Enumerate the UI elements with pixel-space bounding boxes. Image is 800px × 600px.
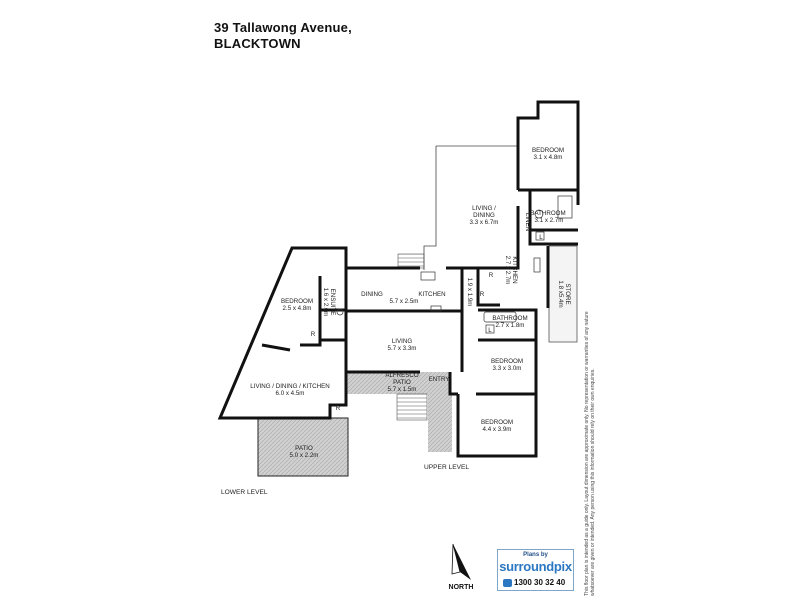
laundry-box-top bbox=[535, 231, 545, 241]
alfresco-dims: 5.7 x 1.5m bbox=[388, 386, 417, 393]
living-upper-dims: 3.3 x 6.7m bbox=[470, 219, 499, 226]
bedroom-top-label: BEDROOM bbox=[532, 147, 564, 154]
bathroom-top-dims: 3.1 x 2.7m bbox=[535, 217, 564, 224]
address-line-1: 39 Tallawong Avenue, bbox=[214, 20, 352, 35]
bedroom-top-dims: 3.1 x 4.8m bbox=[534, 154, 563, 161]
ensuite-label: ENSUITE bbox=[329, 289, 336, 316]
bathroom-mid-label: BATHROOM bbox=[492, 315, 527, 322]
fridge-r-4: R bbox=[336, 405, 341, 412]
store-label: STORE bbox=[564, 283, 571, 304]
kitchen-upper-label: KITCHEN bbox=[511, 256, 518, 283]
dining-dims: 5.7 x 2.5m bbox=[390, 298, 419, 305]
kitchen-upper-dims: 2.7 x 2.7m bbox=[504, 256, 511, 285]
toilet-top bbox=[534, 209, 544, 219]
entry-label: ENTRY bbox=[429, 376, 450, 383]
shower-top bbox=[557, 195, 573, 219]
disclaimer-text: This floor plan is intended as a guide o… bbox=[584, 311, 597, 596]
kitchen-label: KITCHEN bbox=[418, 291, 445, 298]
laundry-l-2: L bbox=[488, 327, 492, 334]
linen-label: LINEN bbox=[524, 213, 531, 231]
toilet-ensuite bbox=[336, 308, 344, 316]
laundry-l-1: L bbox=[539, 234, 543, 241]
bedroom-mid-dims: 3.3 x 3.0m bbox=[493, 365, 522, 372]
patio-paving bbox=[257, 417, 349, 477]
dining-label: DINING bbox=[361, 291, 383, 298]
address-line-2: BLACKTOWN bbox=[214, 36, 301, 51]
bath-tub bbox=[483, 311, 517, 323]
fridge-r-2: R bbox=[480, 291, 485, 298]
lower-level-label: LOWER LEVEL bbox=[221, 489, 268, 496]
upper-level-walls bbox=[344, 100, 580, 458]
north-label: NORTH bbox=[449, 584, 474, 591]
upper-bench bbox=[533, 257, 541, 273]
lower-level-walls bbox=[217, 246, 348, 420]
living-label: LIVING bbox=[392, 338, 412, 345]
fridge-r-3: R bbox=[311, 331, 316, 338]
phone-icon bbox=[503, 579, 512, 587]
bedroom-mid-label: BEDROOM bbox=[491, 358, 523, 365]
ldk-dims: 6.0 x 4.5m bbox=[276, 390, 305, 397]
alfresco-label-2: PATIO bbox=[393, 379, 411, 386]
living-upper-outline bbox=[423, 146, 437, 270]
logo-phone: 1300 30 32 40 bbox=[514, 578, 566, 587]
walkway-paving bbox=[428, 394, 452, 452]
kitchen-bench bbox=[420, 271, 436, 281]
laundry-box-mid bbox=[485, 324, 495, 334]
upper-stairs bbox=[397, 253, 425, 269]
fixtures bbox=[336, 195, 573, 334]
logo-brand: surroundpix bbox=[499, 559, 572, 574]
bedroom-bottom-label: BEDROOM bbox=[481, 419, 513, 426]
living-dims: 5.7 x 3.3m bbox=[388, 345, 417, 352]
store-dims: 1.8 x5.4m bbox=[557, 280, 564, 307]
patio-label: PATIO bbox=[295, 445, 313, 452]
hall-dims: 1.9 x 1.9m bbox=[466, 278, 473, 307]
bedroom-lower-dims: 2.5 x 4.8m bbox=[283, 305, 312, 312]
alfresco-label-1: ALFRESCO bbox=[385, 372, 419, 379]
logo-plans-by: Plans by bbox=[523, 552, 548, 558]
deck-stairs bbox=[396, 393, 428, 421]
bathroom-top-label: BATHROOM bbox=[530, 210, 565, 217]
bedroom-bottom-dims: 4.4 x 3.9m bbox=[483, 426, 512, 433]
upper-level-label: UPPER LEVEL bbox=[424, 464, 469, 471]
kitchen-sink bbox=[430, 305, 442, 312]
fridge-r-1: R bbox=[489, 272, 494, 279]
surroundpix-logo: Plans by surroundpix 1300 30 32 40 bbox=[497, 549, 574, 591]
north-arrow-icon bbox=[451, 543, 471, 580]
living-upper-label-2: DINING bbox=[473, 212, 495, 219]
bathroom-mid-dims: 2.7 x 1.8m bbox=[496, 322, 525, 329]
ldk-label: LIVING / DINING / KITCHEN bbox=[250, 383, 329, 390]
living-upper-label-1: LIVING / bbox=[472, 205, 496, 212]
bedroom-lower-label: BEDROOM bbox=[281, 298, 313, 305]
patio-dims: 5.0 x 2.2m bbox=[290, 452, 319, 459]
alfresco-paving bbox=[346, 372, 450, 394]
ensuite-dims: 1.6 x 2.0m bbox=[322, 288, 329, 317]
